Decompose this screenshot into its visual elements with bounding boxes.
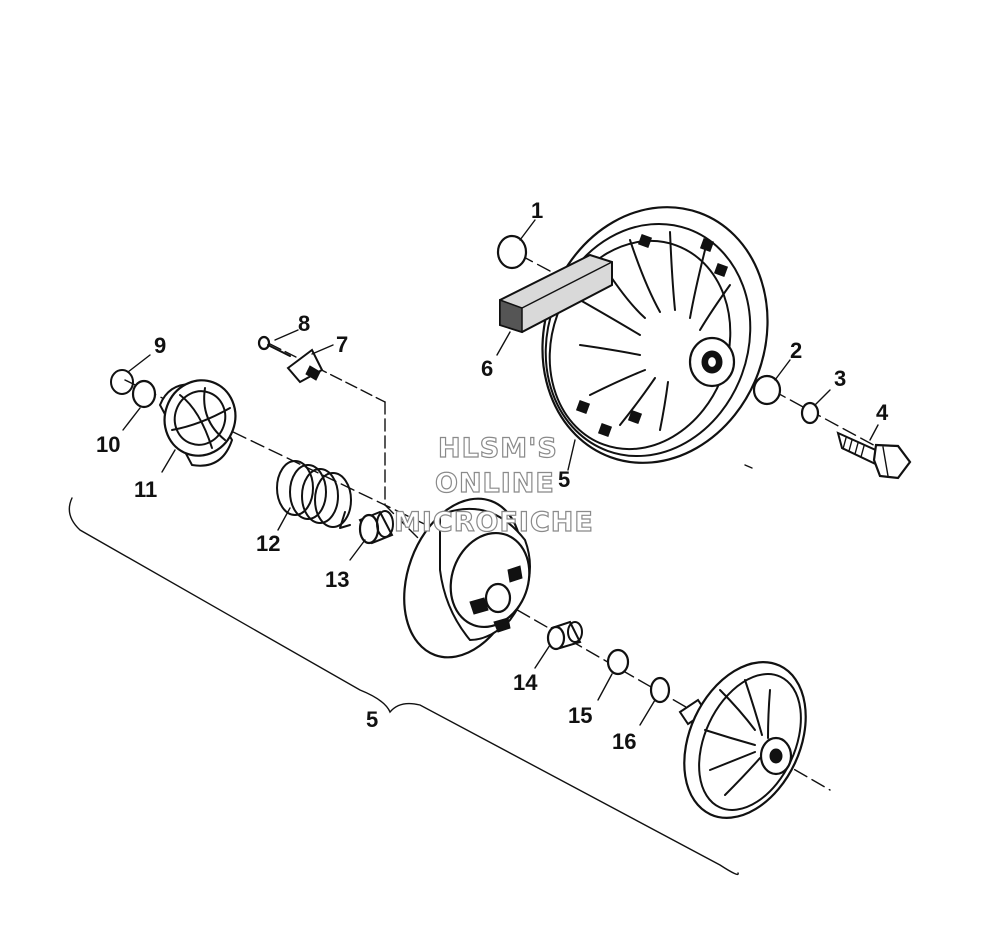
watermark-line-2: ONLINE bbox=[435, 468, 555, 499]
callout-11: 11 bbox=[134, 477, 157, 502]
callout-5-driven-clutch: 5 bbox=[558, 467, 570, 492]
callout-15: 15 bbox=[568, 703, 592, 728]
cam-part-11 bbox=[158, 379, 237, 467]
callout-13: 13 bbox=[325, 567, 349, 592]
callout-1: 1 bbox=[531, 198, 543, 223]
movable-sheave bbox=[403, 497, 531, 659]
watermark: HLSM'S ONLINE MICROFICHE bbox=[393, 432, 594, 538]
callout-4: 4 bbox=[876, 400, 889, 425]
callout-8: 8 bbox=[298, 311, 310, 336]
callout-leaders bbox=[122, 219, 879, 726]
group-bracket bbox=[68, 497, 739, 876]
callout-16: 16 bbox=[612, 729, 636, 754]
washer-part-2 bbox=[752, 374, 782, 406]
callout-7: 7 bbox=[336, 332, 348, 357]
washer-part-10 bbox=[131, 379, 157, 409]
washer-part-15 bbox=[606, 648, 630, 676]
callout-labels: 1 2 3 4 5 5 6 7 8 9 10 11 12 13 14 15 16 bbox=[96, 198, 889, 754]
callout-9: 9 bbox=[154, 333, 166, 358]
spring-part-12 bbox=[276, 460, 352, 529]
watermark-line-3: MICROFICHE bbox=[394, 507, 594, 538]
drive-belt bbox=[499, 253, 613, 334]
callout-10: 10 bbox=[96, 432, 120, 457]
fixed-sheave bbox=[678, 661, 807, 819]
weight-part-7 bbox=[286, 348, 324, 384]
bushing-part-14 bbox=[546, 620, 583, 651]
lock-washer-part-3 bbox=[800, 401, 820, 425]
bushing-part-13 bbox=[358, 510, 394, 545]
callout-5-assembly: 5 bbox=[366, 707, 378, 732]
callout-6: 6 bbox=[481, 356, 493, 381]
callout-3: 3 bbox=[834, 366, 846, 391]
bolt-part-4 bbox=[836, 431, 912, 480]
callout-12: 12 bbox=[256, 531, 280, 556]
callout-14: 14 bbox=[513, 670, 538, 695]
callout-2: 2 bbox=[790, 338, 802, 363]
washer-part-1 bbox=[496, 234, 528, 270]
pin-part-8 bbox=[257, 335, 291, 357]
watermark-line-1: HLSM'S bbox=[438, 433, 558, 464]
washer-part-16 bbox=[649, 676, 671, 704]
snap-ring-part-9 bbox=[110, 369, 134, 395]
